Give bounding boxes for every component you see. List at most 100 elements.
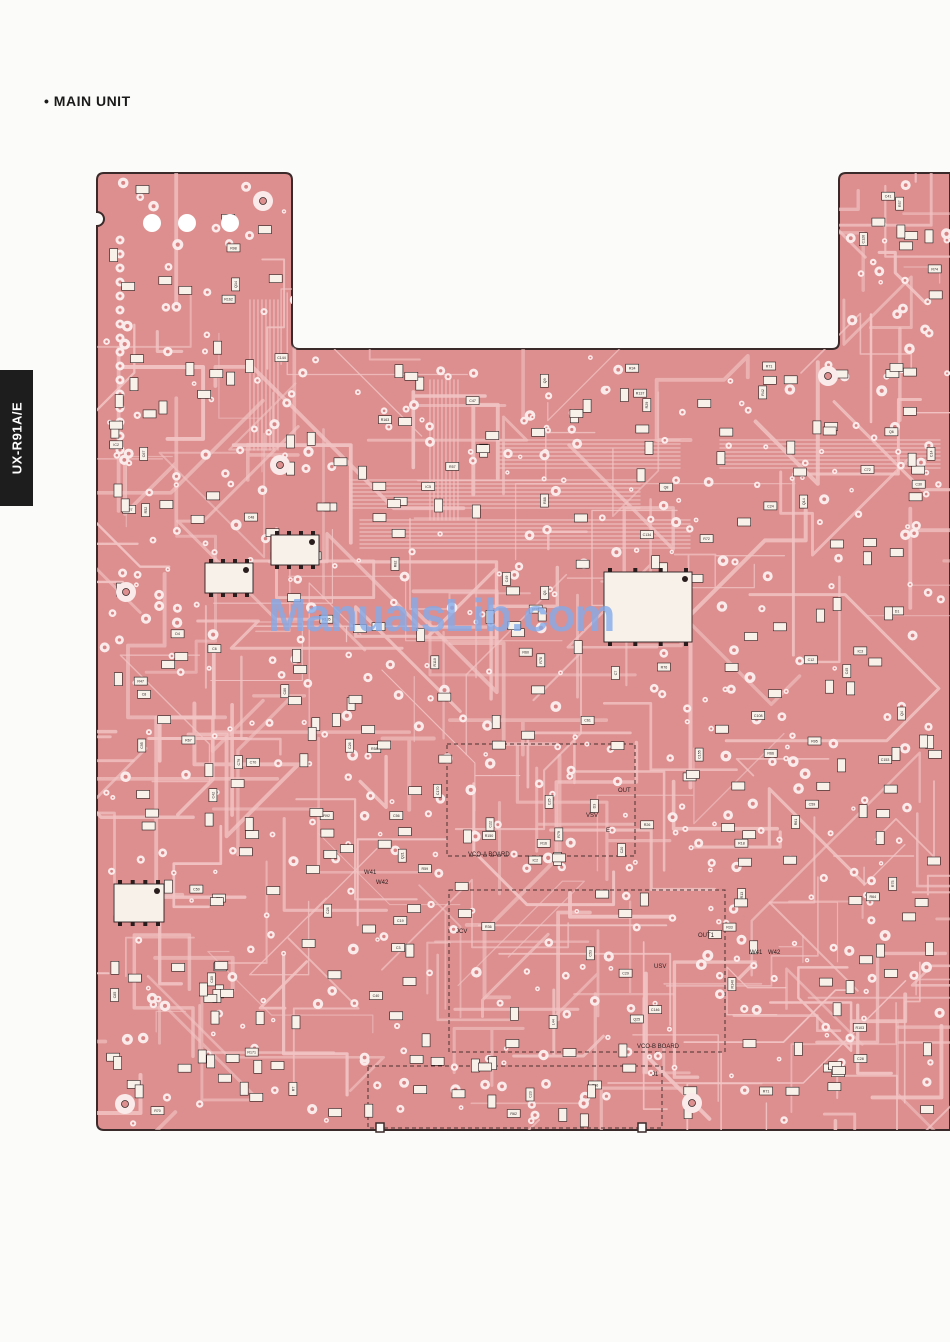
- component-label: [253, 1060, 263, 1074]
- component-ref: R95: [811, 739, 818, 743]
- component-label: [328, 1108, 343, 1117]
- component-label: [708, 930, 722, 939]
- component-label: [794, 1042, 803, 1056]
- component-label: C49: [502, 572, 511, 586]
- component-label: [185, 362, 195, 376]
- component-label: [218, 1073, 232, 1083]
- component-label: [651, 555, 661, 570]
- component-label: [309, 808, 324, 817]
- component-label: C170: [433, 783, 442, 798]
- component-label: [389, 1011, 404, 1021]
- component-label: [749, 940, 759, 955]
- component-label: [301, 939, 316, 948]
- component-label: [377, 839, 392, 849]
- component-label: [157, 715, 171, 725]
- label-out1: OUT1: [698, 933, 715, 939]
- component-label: [323, 849, 338, 859]
- component-label: [266, 886, 281, 895]
- component-label: [394, 364, 404, 379]
- component-label: [569, 409, 584, 418]
- component-ref: C146: [651, 1008, 660, 1012]
- component-label: [562, 1048, 577, 1057]
- component-label: [487, 1094, 497, 1109]
- component-label: [362, 924, 376, 934]
- component-label: [437, 692, 452, 702]
- component-label: [121, 282, 135, 291]
- label-w42-left: W42: [376, 880, 389, 886]
- component-ref: C170: [436, 787, 440, 796]
- component-ref: C50: [193, 888, 200, 892]
- component-label: [204, 812, 214, 827]
- component-label: C8: [137, 689, 151, 699]
- component-label: Q9: [540, 373, 549, 388]
- component-label: C134: [640, 530, 654, 539]
- component-label: [889, 363, 904, 372]
- component-label: R60: [518, 647, 533, 657]
- component-label: [832, 597, 842, 611]
- component-label: [114, 394, 124, 408]
- component-label: C50: [189, 884, 204, 894]
- component-label: [889, 548, 904, 557]
- component-label: [911, 465, 926, 475]
- label-jcv: JCV: [456, 929, 467, 935]
- component-ref: R42: [761, 389, 765, 396]
- component-label: [331, 713, 341, 727]
- component-label: Q8: [659, 482, 673, 492]
- component-label: [130, 354, 144, 364]
- component-label: [306, 431, 316, 446]
- component-label: [141, 821, 156, 831]
- component-label: [830, 539, 844, 549]
- component-label: [364, 1103, 374, 1118]
- component-ref: R88: [543, 497, 547, 504]
- component-ref: C72: [864, 468, 871, 472]
- component-label: C70: [246, 757, 260, 767]
- component-label: [299, 753, 309, 768]
- component-label: [485, 431, 500, 440]
- component-label: [734, 898, 748, 908]
- component-label: [113, 483, 123, 498]
- component-label: [884, 606, 893, 621]
- component-label: [636, 468, 646, 483]
- component-ref: C153: [881, 758, 890, 762]
- component-label: [792, 467, 807, 477]
- component-label: [320, 828, 335, 838]
- component-label: C30: [911, 479, 926, 489]
- component-label: R61: [791, 815, 800, 829]
- edge-notches: [375, 1122, 647, 1133]
- component-labels: R75R71R76R78R79C80R82C66R66R67R59C51IC5C…: [106, 185, 943, 1128]
- component-label: C14: [926, 446, 936, 461]
- component-label: [510, 1006, 519, 1021]
- component-label: [868, 657, 883, 667]
- component-label: [919, 734, 928, 749]
- label-out: OUT: [618, 788, 631, 794]
- component-ref: C108: [754, 714, 763, 718]
- component-ref: R92: [323, 814, 330, 818]
- component-label: R137: [633, 388, 647, 398]
- component-ref: R47: [137, 680, 144, 684]
- component-label: [783, 375, 798, 385]
- component-label: [136, 790, 150, 799]
- component-label: [405, 943, 415, 958]
- component-label: R71: [759, 1086, 773, 1096]
- component-label: R62: [506, 1109, 521, 1118]
- component-ref: R58: [371, 747, 378, 751]
- component-label: [110, 960, 120, 975]
- component-ref: R62: [510, 1112, 517, 1116]
- component-label: C45: [842, 664, 852, 678]
- component-ref: R59: [422, 867, 429, 871]
- component-ref: C144: [277, 356, 286, 360]
- component-label: C6: [207, 644, 222, 654]
- component-label: C24: [763, 501, 778, 511]
- component-label: [438, 754, 453, 764]
- component-label: [391, 528, 406, 538]
- component-label: [505, 1039, 520, 1048]
- component-label: [644, 440, 654, 455]
- component-label: C25: [544, 794, 554, 809]
- component-ref: C79: [237, 759, 241, 766]
- component-ref: R16: [540, 842, 547, 846]
- component-ref: R64: [870, 895, 877, 899]
- component-label: [316, 502, 331, 512]
- component-label: R16: [536, 838, 551, 848]
- component-label: [724, 662, 739, 672]
- component-label: [203, 994, 218, 1003]
